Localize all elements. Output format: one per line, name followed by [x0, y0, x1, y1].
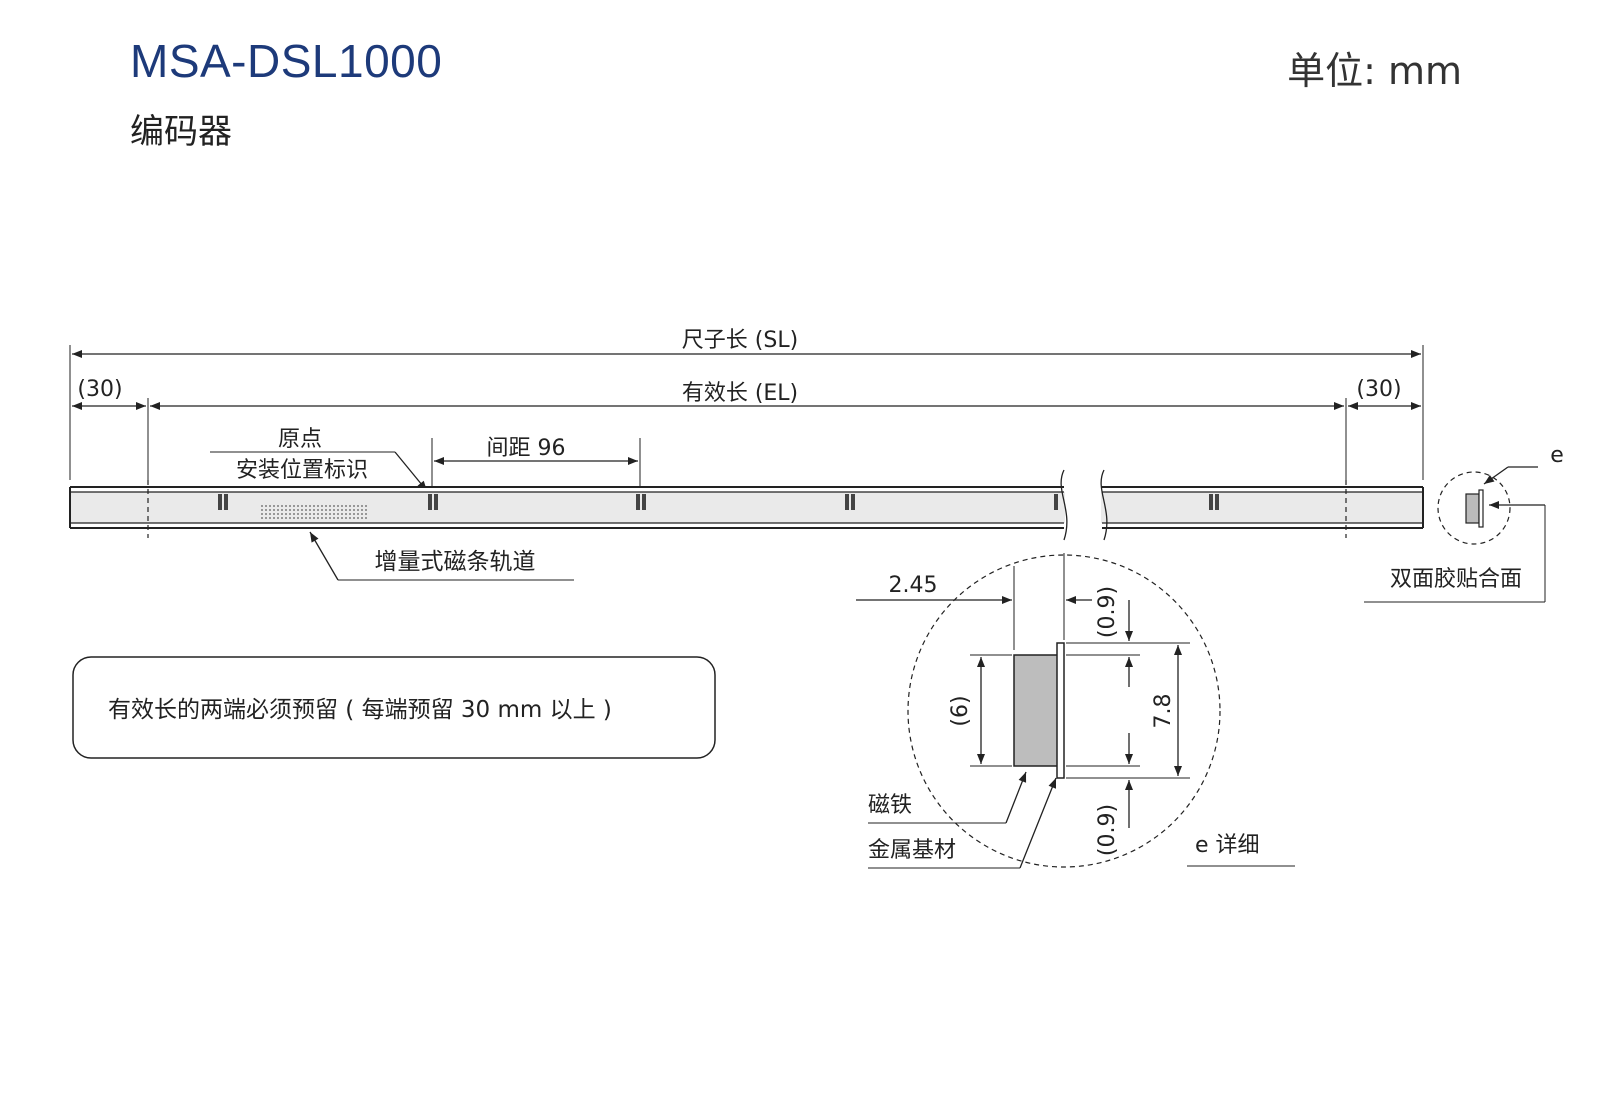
origin-marks [218, 494, 1219, 510]
metal-base-shape [1056, 642, 1065, 779]
scale-length-dimension: 尺子长 (SL) [69, 328, 1424, 480]
incremental-track-callout: 增量式磁条轨道 [309, 531, 574, 581]
metal-base-label: 金属基材 [868, 838, 956, 863]
effective-length-dimension: 有效长 (EL) [147, 381, 1347, 480]
pitch-label: 间距 96 [487, 436, 566, 461]
pitch-dimension: 间距 96 [431, 436, 641, 500]
scale-bar [69, 469, 1424, 541]
detail-title-label: e 详细 [1195, 833, 1260, 858]
unit-label: 单位: mm [1287, 49, 1462, 93]
effective-length-label: 有效长 (EL) [682, 381, 798, 406]
page-subtitle: 编码器 [130, 112, 232, 152]
detail-e: 2.45 (6) (0.9) (0.9) 7.8 磁铁 金属基材 e 详细 [856, 553, 1295, 869]
adhesive-label: 双面胶贴合面 [1390, 567, 1522, 592]
page-title: MSA-DSL1000 [130, 35, 443, 87]
origin-label: 原点 [278, 427, 322, 452]
mount-mark-label: 安装位置标识 [236, 458, 368, 483]
origin-callout: 原点 安装位置标识 [210, 427, 428, 492]
detail-ref-label: e [1550, 443, 1564, 468]
magnet-height-label: (6) [948, 695, 973, 726]
width-label: 2.45 [889, 573, 938, 598]
note-box: 有效长的两端必须预留 ( 每端预留 30 mm 以上 ) [72, 656, 716, 759]
incremental-track-label: 增量式磁条轨道 [375, 549, 536, 575]
margin-right-dimension: (30) [1348, 377, 1421, 410]
margin-left-dimension: (30) [72, 377, 146, 410]
bottom-gap-label: (0.9) [1095, 804, 1120, 856]
incremental-track-pattern [261, 505, 367, 521]
scale-length-label: 尺子长 (SL) [682, 328, 798, 353]
magnet-label: 磁铁 [868, 793, 912, 818]
margin-left-label: (30) [77, 377, 122, 402]
magnet-shape [1013, 654, 1059, 767]
margin-right-label: (30) [1356, 377, 1401, 402]
total-height-label: 7.8 [1151, 694, 1176, 729]
end-view: e 双面胶贴合面 [1364, 443, 1564, 603]
note-text: 有效长的两端必须预留 ( 每端预留 30 mm 以上 ) [108, 697, 612, 723]
top-gap-label: (0.9) [1095, 586, 1120, 638]
